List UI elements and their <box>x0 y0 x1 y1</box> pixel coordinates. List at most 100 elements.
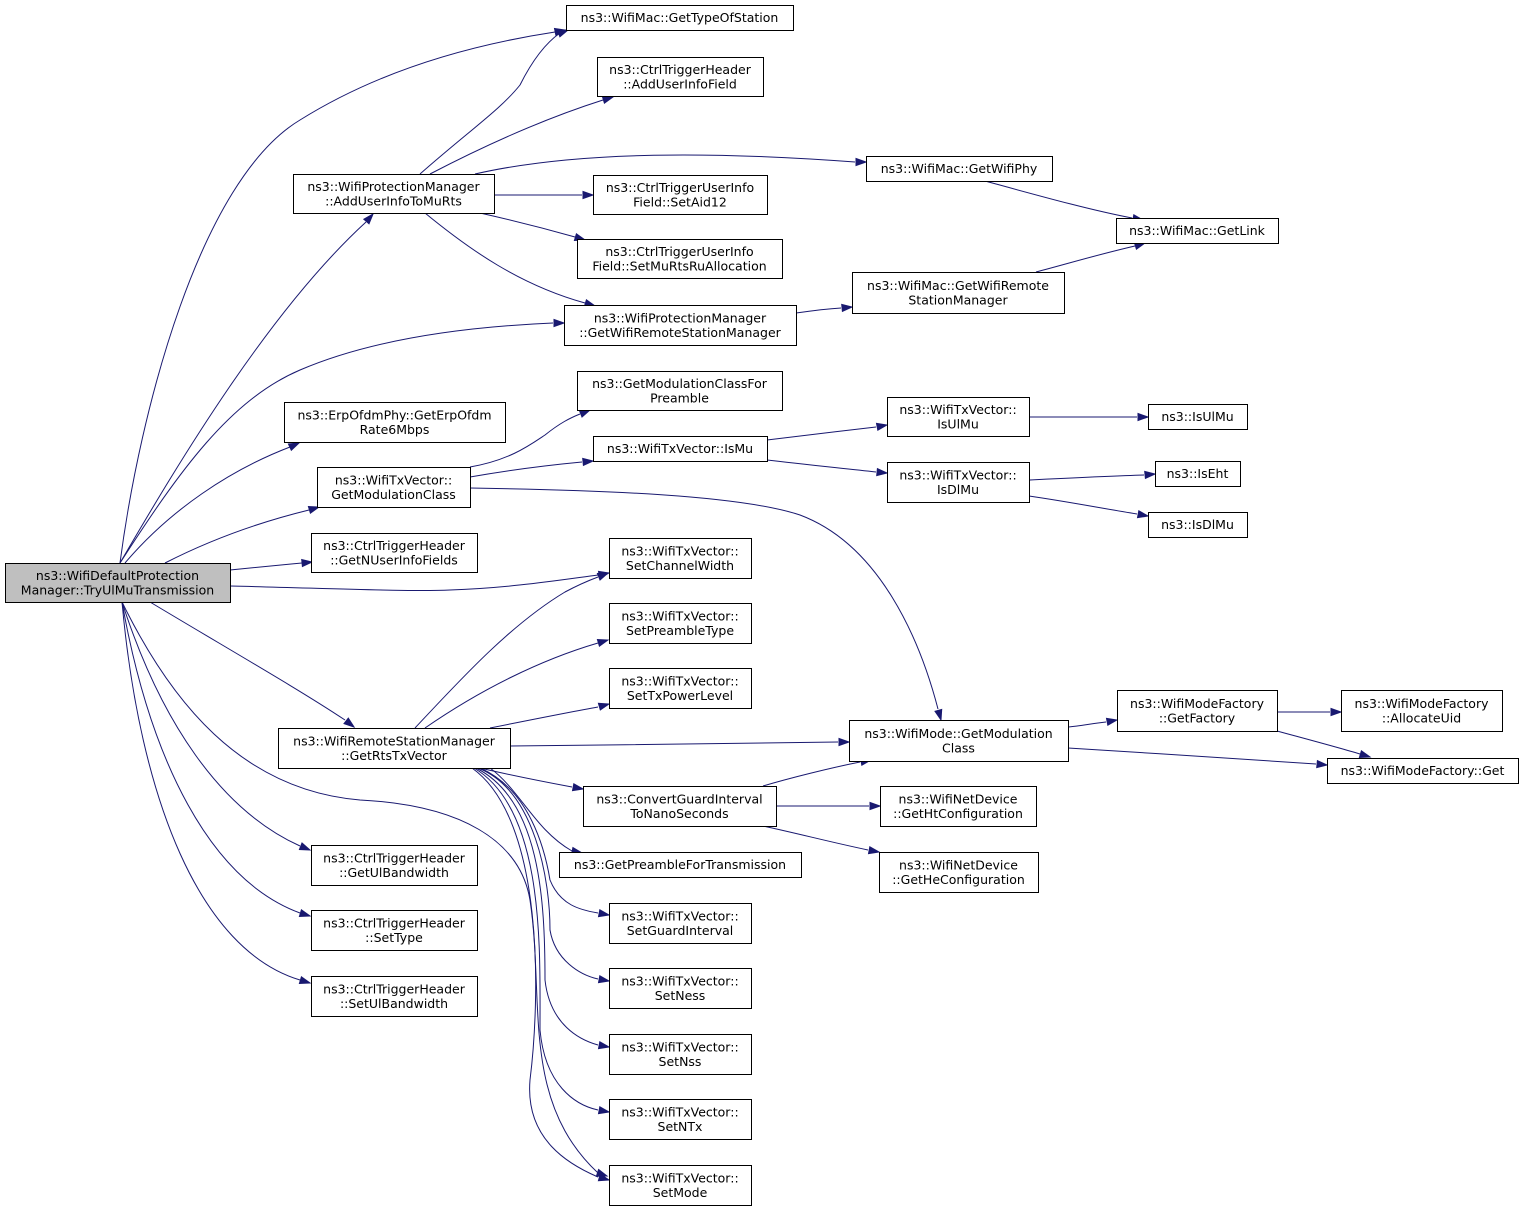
node-label: ns3::WifiModeFactory <box>1355 696 1490 711</box>
node-box[interactable] <box>311 533 478 573</box>
node-getHtConfiguration[interactable]: ns3::WifiNetDevice::GetHtConfiguration <box>880 786 1037 827</box>
node-setNess[interactable]: ns3::WifiTxVector::SetNess <box>609 968 752 1009</box>
node-setMuRtsRuAllocation[interactable]: ns3::CtrlTriggerUserInfoField::SetMuRtsR… <box>577 239 783 279</box>
edge-line <box>1035 245 1136 273</box>
node-getLink[interactable]: ns3::WifiMac::GetLink <box>1116 218 1279 244</box>
node-isUlMuVec[interactable]: ns3::WifiTxVector::IsUlMu <box>887 397 1030 437</box>
call-edge-getRtsTxVector-to-convertGuardInterval <box>479 767 585 792</box>
node-box[interactable] <box>317 467 471 508</box>
edge-line <box>477 767 599 980</box>
node-box[interactable] <box>879 852 1039 893</box>
edge-arrowhead <box>301 558 314 568</box>
node-setNss[interactable]: ns3::WifiTxVector::SetNss <box>609 1034 752 1075</box>
node-label: ns3::WifiNetDevice <box>899 857 1018 872</box>
node-isUlMu[interactable]: ns3::IsUlMu <box>1148 404 1248 430</box>
node-setChannelWidth[interactable]: ns3::WifiTxVector::SetChannelWidth <box>609 538 752 579</box>
node-box[interactable] <box>609 603 752 644</box>
node-box[interactable] <box>609 538 752 579</box>
node-root[interactable]: ns3::WifiDefaultProtectionManager::TryUl… <box>5 563 231 603</box>
node-box[interactable] <box>566 5 794 31</box>
node-setPreambleType[interactable]: ns3::WifiTxVector::SetPreambleType <box>609 603 752 644</box>
edge-line <box>1276 730 1361 755</box>
node-allocateUid[interactable]: ns3::WifiModeFactory::AllocateUid <box>1341 690 1503 732</box>
node-box[interactable] <box>559 852 802 878</box>
node-box[interactable] <box>609 1165 752 1206</box>
node-box[interactable] <box>609 968 752 1009</box>
node-box[interactable] <box>887 462 1030 503</box>
node-box[interactable] <box>866 156 1053 182</box>
node-box[interactable] <box>609 903 752 944</box>
node-box[interactable] <box>1341 690 1503 732</box>
node-box[interactable] <box>577 239 783 279</box>
call-edge-modeGetModulationClass-to-getFactory <box>1067 717 1119 728</box>
node-box[interactable] <box>311 910 478 951</box>
node-box[interactable] <box>609 1099 752 1140</box>
node-box[interactable] <box>849 720 1069 762</box>
node-box[interactable] <box>597 57 764 97</box>
node-box[interactable] <box>852 272 1065 314</box>
node-txGetModulationClass[interactable]: ns3::WifiTxVector::GetModulationClass <box>317 467 471 508</box>
node-box[interactable] <box>609 1034 752 1075</box>
node-setType[interactable]: ns3::CtrlTriggerHeader::SetType <box>311 910 478 951</box>
node-box[interactable] <box>593 175 768 215</box>
node-box[interactable] <box>1117 690 1278 732</box>
node-box[interactable] <box>5 563 231 603</box>
node-isDlMu[interactable]: ns3::IsDlMu <box>1148 512 1248 538</box>
node-box[interactable] <box>583 786 777 827</box>
node-setMode[interactable]: ns3::WifiTxVector::SetMode <box>609 1165 752 1206</box>
call-edge-getRtsTxVector-to-setGuardInterval <box>479 767 611 918</box>
node-getWifiPhy[interactable]: ns3::WifiMac::GetWifiPhy <box>866 156 1053 182</box>
node-box[interactable] <box>293 174 495 214</box>
node-addUserInfoToMuRts[interactable]: ns3::WifiProtectionManager::AddUserInfoT… <box>293 174 495 214</box>
node-label: ns3::WifiProtectionManager <box>594 310 767 325</box>
node-setUlBandwidth[interactable]: ns3::CtrlTriggerHeader::SetUlBandwidth <box>311 976 478 1017</box>
node-label: ::GetWifiRemoteStationManager <box>579 325 781 340</box>
node-box[interactable] <box>887 397 1030 437</box>
node-getUlBandwidth[interactable]: ns3::CtrlTriggerHeader::GetUlBandwidth <box>311 845 478 886</box>
node-box[interactable] <box>1148 404 1248 430</box>
node-box[interactable] <box>1155 461 1241 487</box>
node-setTxPowerLevel[interactable]: ns3::WifiTxVector::SetTxPowerLevel <box>609 668 752 709</box>
node-box[interactable] <box>577 371 783 411</box>
edge-arrowhead <box>298 842 312 851</box>
node-isEht[interactable]: ns3::IsEht <box>1155 461 1241 487</box>
node-label: GetModulationClass <box>331 487 456 502</box>
node-label: ns3::WifiMode::GetModulation <box>864 726 1052 741</box>
node-box[interactable] <box>311 976 478 1017</box>
node-box[interactable] <box>311 845 478 886</box>
node-modeGetModulationClass[interactable]: ns3::WifiMode::GetModulationClass <box>849 720 1069 762</box>
node-label: IsDlMu <box>937 482 979 497</box>
node-addUserInfoField[interactable]: ns3::CtrlTriggerHeader::AddUserInfoField <box>597 57 764 97</box>
node-isDlMuVec[interactable]: ns3::WifiTxVector::IsDlMu <box>887 462 1030 503</box>
node-setGuardInterval[interactable]: ns3::WifiTxVector::SetGuardInterval <box>609 903 752 944</box>
node-box[interactable] <box>284 402 506 443</box>
node-isMu[interactable]: ns3::WifiTxVector::IsMu <box>593 436 768 462</box>
node-getHeConfiguration[interactable]: ns3::WifiNetDevice::GetHeConfiguration <box>879 852 1039 893</box>
node-label: ::GetRtsTxVector <box>341 748 448 763</box>
node-box[interactable] <box>880 786 1037 827</box>
node-box[interactable] <box>609 668 752 709</box>
node-label: ns3::WifiTxVector:: <box>899 467 1016 482</box>
node-getNUserInfoFields[interactable]: ns3::CtrlTriggerHeader::GetNUserInfoFiel… <box>311 533 478 573</box>
node-box[interactable] <box>593 436 768 462</box>
edge-line <box>149 601 346 721</box>
node-getPreambleForTransmission[interactable]: ns3::GetPreambleForTransmission <box>559 852 802 878</box>
node-factoryGet[interactable]: ns3::WifiModeFactory::Get <box>1327 758 1519 784</box>
node-box[interactable] <box>278 728 511 769</box>
node-box[interactable] <box>564 305 797 346</box>
node-setNTx[interactable]: ns3::WifiTxVector::SetNTx <box>609 1099 752 1140</box>
node-pmGetWifiRemoteStationManager[interactable]: ns3::WifiProtectionManager::GetWifiRemot… <box>564 305 797 346</box>
node-box[interactable] <box>1327 758 1519 784</box>
call-edge-isMu-to-isDlMuVec <box>766 459 889 477</box>
node-getFactory[interactable]: ns3::WifiModeFactory::GetFactory <box>1117 690 1278 732</box>
node-box[interactable] <box>1116 218 1279 244</box>
node-label: SetNss <box>659 1054 702 1069</box>
node-box[interactable] <box>1148 512 1248 538</box>
node-getRtsTxVector[interactable]: ns3::WifiRemoteStationManager::GetRtsTxV… <box>278 728 511 769</box>
node-macGetWifiRemoteStationManager[interactable]: ns3::WifiMac::GetWifiRemoteStationManage… <box>852 272 1065 314</box>
node-getTypeOfStation[interactable]: ns3::WifiMac::GetTypeOfStation <box>566 5 794 31</box>
